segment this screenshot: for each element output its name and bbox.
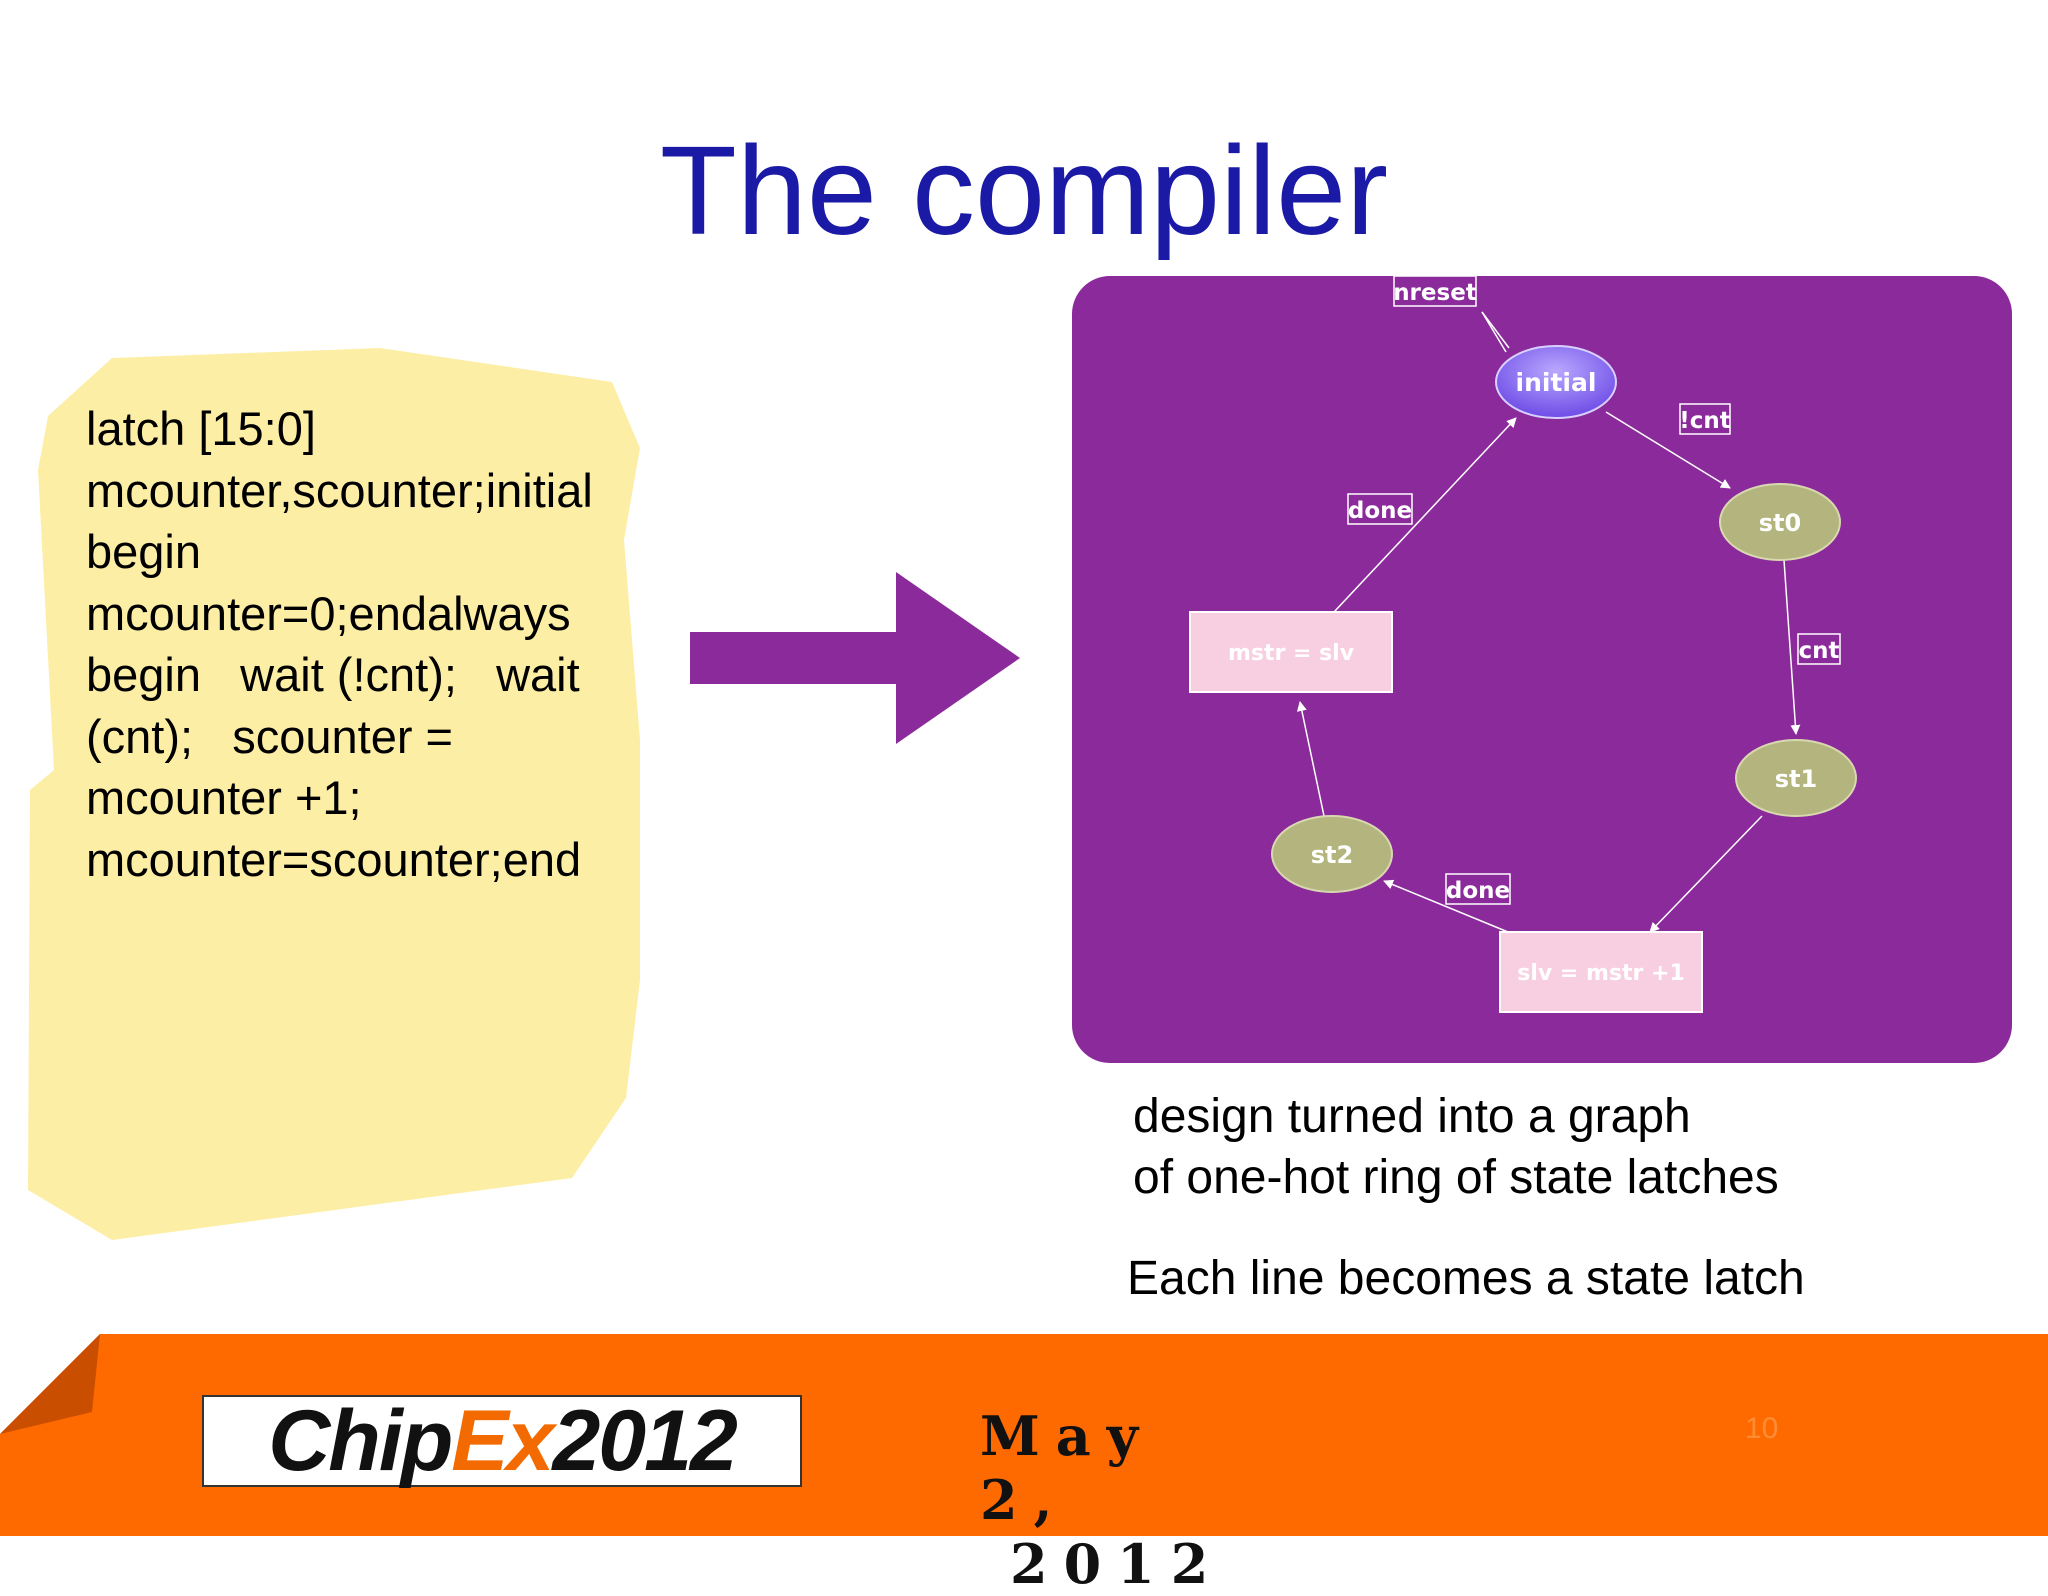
state-st0-label: st0 [1759, 509, 1801, 537]
caption-line: design turned into a graph [1133, 1090, 1691, 1143]
footer-date: May 2, 2012 [960, 1404, 1260, 1596]
edge-st1-box2 [1649, 815, 1763, 933]
edge-label-done-bottom: done [1446, 878, 1510, 904]
edge-label-box [1445, 873, 1511, 905]
page-number: 10 [1745, 1412, 1779, 1445]
state-box-slv-mstr-label: slv = mstr +1 [1517, 961, 1685, 986]
edge-label-box [1393, 276, 1477, 307]
right-arrow-icon [690, 572, 1020, 744]
code-line: mcounter=0;endalways [86, 586, 571, 640]
edge-box1-initial [1333, 417, 1517, 613]
edge-st0-st1 [1783, 559, 1801, 735]
logo-year: 2012 [552, 1392, 737, 1489]
state-latch-caption: Each line becomes a state latch [1127, 1252, 1805, 1305]
code-line: (cnt); scounter = [86, 709, 454, 763]
code-note-background [28, 348, 640, 1240]
code-line: mcounter +1; [86, 771, 362, 824]
date-line: May 2, [980, 1404, 1155, 1532]
code-line: latch [15:0] [86, 402, 316, 455]
code-line: mcounter=scounter;end [86, 832, 582, 886]
edge-label-done-top: done [1348, 498, 1412, 524]
edge-st2-box1 [1296, 701, 1325, 817]
edge-label-not-cnt: !cnt [1679, 408, 1731, 434]
state-box-slv-mstr [1499, 931, 1703, 1013]
state-graph-diagram: initial st0 st1 st2 mstr = slv slv = mst… [1189, 276, 1857, 1013]
edge-box2-st2 [1383, 879, 1509, 933]
state-st2-label: st2 [1311, 841, 1353, 869]
edge-label-box [1797, 633, 1841, 665]
graph-caption: design turned into a graph of one-hot ri… [1133, 1086, 1779, 1208]
edge-label-box [1679, 403, 1731, 435]
state-box-mstr-slv [1189, 611, 1393, 693]
state-st1-label: st1 [1775, 765, 1817, 793]
logo-chip: Chip [268, 1392, 453, 1489]
edge-nreset [1481, 311, 1507, 353]
edge-label-nreset: nreset [1393, 280, 1477, 306]
state-initial [1495, 345, 1617, 419]
edge-label-cnt: cnt [1798, 638, 1839, 664]
code-line: mcounter,scounter;initial [86, 463, 593, 517]
state-initial-label: initial [1516, 368, 1597, 397]
slide-title: The compiler [659, 120, 1389, 261]
date-line: 2012 [1010, 1532, 1225, 1596]
state-st0 [1719, 483, 1841, 561]
edge-label-box [1347, 493, 1413, 525]
edge-initial-st0 [1605, 411, 1731, 489]
logo-ex: Ex [451, 1392, 554, 1489]
code-line: begin [86, 525, 201, 578]
code-line: begin wait (!cnt); wait [86, 648, 580, 701]
state-box-mstr-slv-label: mstr = slv [1228, 641, 1355, 666]
caption-line: of one-hot ring of state latches [1133, 1151, 1779, 1204]
state-st2 [1271, 815, 1393, 893]
edge-nreset-arrow [1481, 311, 1510, 349]
state-st1 [1735, 739, 1857, 817]
code-block: latch [15:0] mcounter,scounter;initial b… [86, 398, 646, 890]
